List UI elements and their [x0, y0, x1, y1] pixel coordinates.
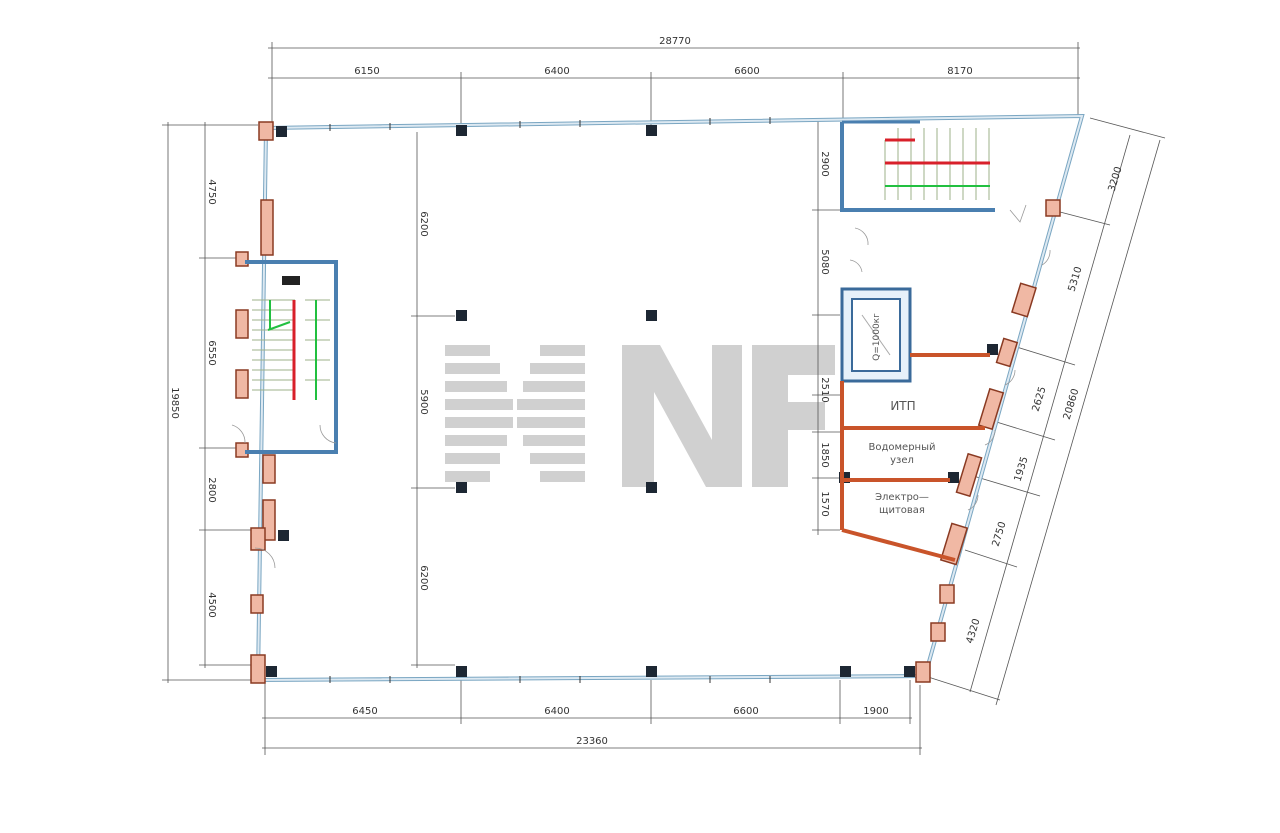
dim-bottom-4: 1900: [863, 706, 888, 717]
dim-bottom-2: 6400: [544, 706, 569, 717]
room-label-electrical-2: щитовая: [879, 505, 925, 516]
dim-diag-4: 1935: [1013, 455, 1031, 483]
dim-left-total: 19850: [169, 387, 180, 419]
dim-left-2: 6550: [206, 340, 217, 365]
mullions: [329, 117, 771, 683]
nf-watermark-logo: [445, 345, 835, 487]
dim-inner-right-2: 5080: [819, 249, 830, 274]
watermark-letter-f: [752, 345, 835, 487]
dimension-labels: 28770 6150 6400 6600 8170 6450 6400 6600…: [169, 36, 1125, 747]
stair-vent-icon: [282, 276, 300, 285]
dim-inner-left-2: 5900: [418, 389, 429, 414]
dim-diag-1: 3200: [1107, 165, 1125, 193]
dim-diag-6: 4320: [965, 617, 983, 645]
room-label-itp: ИТП: [890, 399, 915, 413]
right-staircase: [840, 120, 1061, 217]
dim-bottom-1: 6450: [352, 706, 377, 717]
watermark-letter-n: [622, 345, 742, 487]
dim-inner-right-1: 2900: [819, 151, 830, 176]
watermark-stripes: [445, 345, 585, 482]
wall-piers: [235, 121, 1037, 684]
dim-top-1: 6150: [354, 66, 379, 77]
dim-inner-right-5: 1570: [819, 491, 830, 516]
dim-diag-3: 2625: [1031, 385, 1049, 413]
dim-top-4: 8170: [947, 66, 972, 77]
dim-diag-5: 2750: [991, 520, 1009, 548]
dim-inner-right-3: 2510: [819, 377, 830, 402]
dim-left-4: 4500: [206, 592, 217, 617]
structural-columns: [266, 125, 998, 677]
room-label-water-meter-1: Водомерный: [869, 442, 936, 453]
dim-top-3: 6600: [734, 66, 759, 77]
dim-inner-left-3: 6200: [418, 565, 429, 590]
door-swings: [231, 204, 1051, 569]
dimension-lines: [162, 42, 1166, 755]
dim-inner-left-1: 6200: [418, 211, 429, 236]
room-label-water-meter-2: узел: [890, 455, 914, 466]
elevator-capacity-label: Q=1000кг: [872, 313, 882, 361]
dim-left-3: 2800: [206, 477, 217, 502]
dim-diag-total: 20860: [1062, 387, 1082, 421]
dim-top-2: 6400: [544, 66, 569, 77]
technical-room-partitions: [840, 353, 990, 562]
dim-inner-right-4: 1850: [819, 442, 830, 467]
elevator-shaft: Q=1000кг: [840, 287, 912, 383]
dim-top-total: 28770: [659, 36, 691, 47]
left-staircase: [245, 260, 338, 454]
dim-bottom-3: 6600: [733, 706, 758, 717]
room-label-electrical-1: Электро—: [875, 492, 929, 503]
dim-bottom-total: 23360: [576, 736, 608, 747]
dim-left-1: 4750: [206, 179, 217, 204]
dim-diag-2: 5310: [1067, 265, 1085, 293]
